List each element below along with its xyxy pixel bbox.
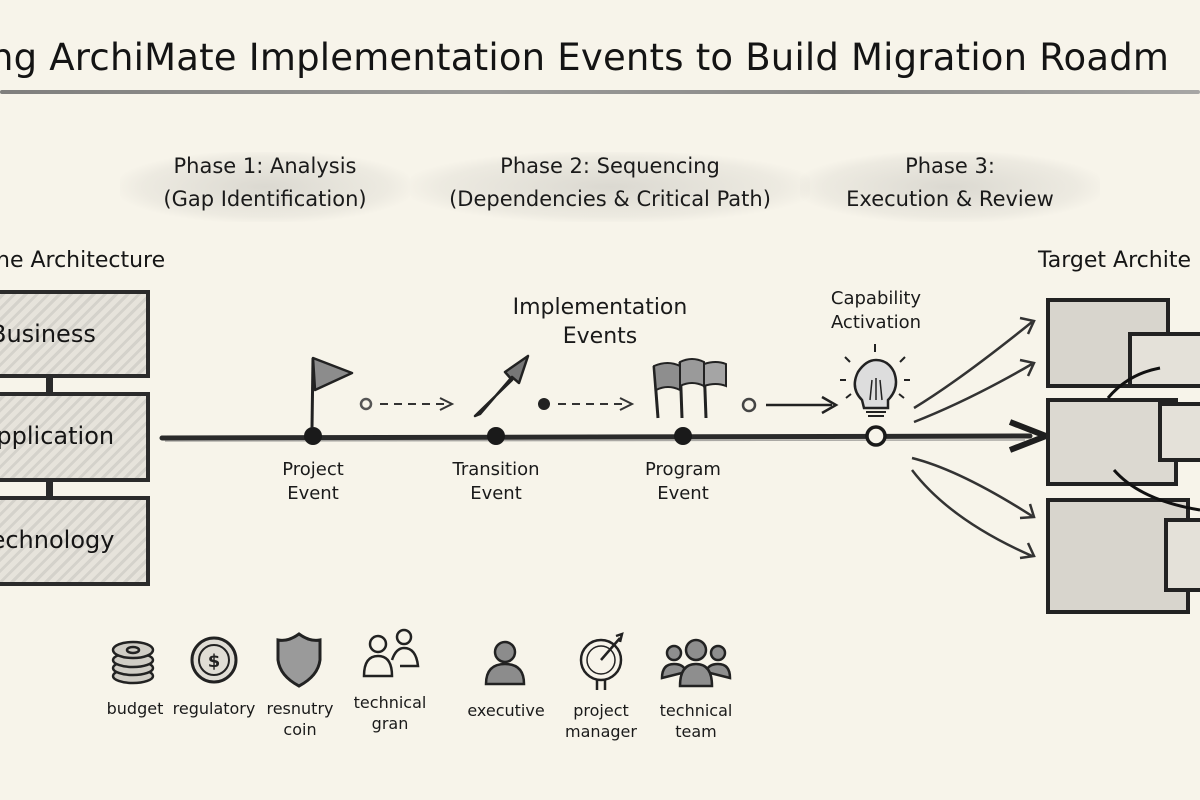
program-event-line2: Event: [657, 483, 709, 504]
dashed-arrow: [538, 397, 635, 411]
fan-out-arrows: [911, 316, 1036, 560]
target-heading: Target Archite: [1038, 248, 1191, 273]
project-event-line2: Event: [287, 483, 339, 504]
transition-event-line2: Event: [470, 483, 522, 504]
layer-business-label: Business: [0, 320, 96, 348]
constraint-budget-line1: budget: [106, 699, 164, 718]
shield-icon: [276, 632, 322, 688]
project-event-label: Project Event: [263, 458, 363, 506]
project-event-node: [304, 427, 322, 445]
dashed-arrow: [359, 397, 455, 411]
program-event-line1: Program: [645, 459, 721, 480]
baseline-stack: Business Application Technology: [0, 290, 160, 590]
target-architecture-stack: [1046, 298, 1200, 614]
stakeholder-executive-line1: executive: [467, 701, 545, 720]
diagram-title: ng ArchiMate Implementation Events to Bu…: [0, 36, 1170, 79]
implementation-events-line1: Implementation: [512, 295, 688, 320]
phase-2: Phase 2: Sequencing (Dependencies & Crit…: [410, 150, 810, 222]
capability-line1: Capability: [830, 288, 922, 309]
person-icon: [484, 640, 526, 686]
phase-2-subtitle: (Dependencies & Critical Path): [449, 187, 771, 211]
flags-icon: [652, 358, 727, 419]
program-event-node: [674, 427, 692, 445]
layer-application: Application: [0, 392, 150, 482]
title-underline: [0, 90, 1200, 94]
target-icon: [579, 632, 624, 690]
team-icon: [660, 638, 732, 688]
lightbulb-icon: [840, 344, 910, 417]
constraint-shield-line2: coin: [283, 720, 317, 739]
solid-arrow: [741, 395, 839, 415]
flag-icon: [310, 356, 354, 429]
constraint-technical-line1: technical: [353, 693, 427, 712]
phase-1: Phase 1: Analysis (Gap Identification): [120, 150, 410, 222]
project-event-line1: Project: [282, 459, 344, 480]
transition-event-node: [487, 427, 505, 445]
layer-technology-label: Technology: [0, 526, 115, 554]
svg-text:$: $: [208, 651, 221, 672]
phase-2-title: Phase 2: Sequencing: [500, 154, 720, 178]
stakeholder-executive-label: executive: [466, 700, 546, 721]
coin-stack-icon: [111, 640, 155, 685]
capability-line2: Activation: [830, 312, 922, 333]
layer-connector: [46, 378, 53, 392]
phase-3-title: Phase 3:: [905, 154, 995, 178]
dollar-coin-icon: $: [190, 636, 238, 684]
phase-1-subtitle: (Gap Identification): [163, 187, 367, 211]
implementation-events-heading: Implementation Events: [495, 293, 705, 351]
constraint-shield-label: resnutry coin: [262, 698, 338, 740]
constraint-regulatory-label: regulatory: [168, 698, 260, 719]
phase-smudge: [120, 152, 410, 222]
stakeholder-pm-label: project manager: [561, 700, 641, 742]
stakeholder-pm-line1: project: [573, 701, 629, 720]
stakeholder-team-line1: technical: [659, 701, 733, 720]
layer-application-label: Application: [0, 422, 115, 450]
program-event-label: Program Event: [628, 458, 738, 506]
phase-smudge: [410, 152, 810, 222]
transition-event-label: Transition Event: [436, 458, 556, 506]
stakeholder-pm-line2: manager: [565, 722, 637, 741]
transition-event-line1: Transition: [452, 459, 540, 480]
phase-smudge: [800, 152, 1100, 222]
layer-business: Business: [0, 290, 150, 378]
capability-activation-label: Capability Activation: [816, 287, 936, 335]
capability-node: [865, 425, 887, 447]
phase-1-title: Phase 1: Analysis: [173, 154, 357, 178]
constraint-regulatory-line1: regulatory: [172, 699, 256, 718]
arrow-up-right-icon: [473, 354, 530, 418]
baseline-heading: ne Architecture: [0, 248, 166, 273]
layer-connector: [46, 482, 53, 496]
constraint-technical-label: technical gran: [350, 692, 430, 734]
phase-3-subtitle: Execution & Review: [846, 187, 1054, 211]
stakeholder-team-line2: team: [675, 722, 717, 741]
constraint-technical-line2: gran: [371, 714, 409, 733]
stakeholder-team-label: technical team: [656, 700, 736, 742]
constraint-budget-label: budget: [100, 698, 170, 719]
phase-3: Phase 3: Execution & Review: [800, 150, 1100, 222]
implementation-events-line2: Events: [562, 324, 638, 349]
constraint-shield-line1: resnutry: [266, 699, 334, 718]
layer-technology: Technology: [0, 496, 150, 586]
people-pair-icon: [362, 628, 420, 678]
